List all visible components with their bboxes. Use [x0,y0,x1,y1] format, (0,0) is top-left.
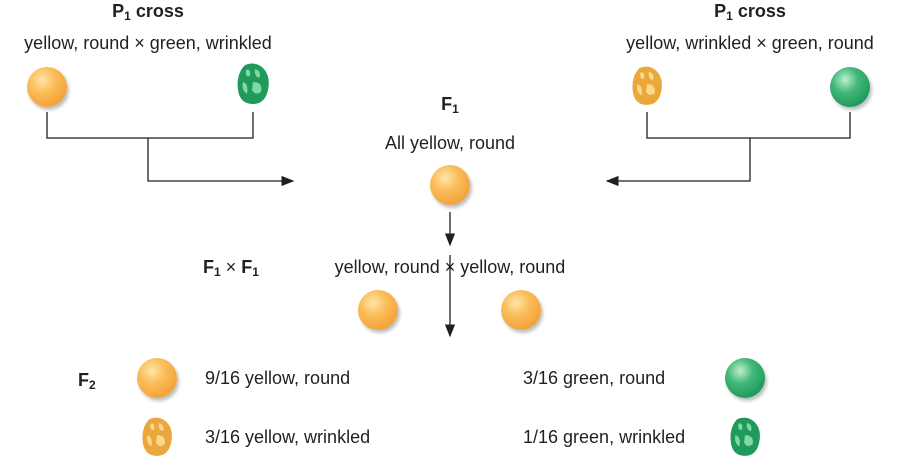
f2-green-round-pea [725,358,765,398]
f1-cross-label: F1 × F1 [203,257,259,279]
f1-label: F1 [441,94,459,116]
f1-yellow-round-pea [430,165,470,205]
left-cross-arrow [46,112,293,181]
f1-parent-pea-right [501,290,541,330]
left-cross-label: yellow, round × green, wrinkled [24,33,272,53]
f2-yellow-round-pea [137,358,177,398]
f1-description: All yellow, round [384,133,516,153]
green-wrinkled-pea [237,63,269,104]
f2-yellow-wrinkled-pea [142,417,172,456]
f2-result-green-wrinkled: 1/16 green, wrinkled [523,427,686,447]
yellow-round-pea [27,67,67,107]
f1-parent-pea-left [358,290,398,330]
f2-result-yellow-round: 9/16 yellow, round [205,368,351,388]
f2-result-yellow-wrinkled: 3/16 yellow, wrinkled [205,427,371,447]
green-round-pea [830,67,870,107]
left-p1-cross-title: P1 cross [112,1,184,23]
right-cross-label: yellow, wrinkled × green, round [626,33,874,53]
f2-result-green-round: 3/16 green, round [523,368,666,388]
f2-label: F2 [78,370,96,392]
right-cross-arrow [607,112,851,181]
yellow-wrinkled-pea [632,66,662,105]
right-p1-cross-title: P1 cross [714,1,786,23]
f2-green-wrinkled-pea [730,417,760,456]
f1-cross-description: yellow, round × yellow, round [334,257,566,277]
